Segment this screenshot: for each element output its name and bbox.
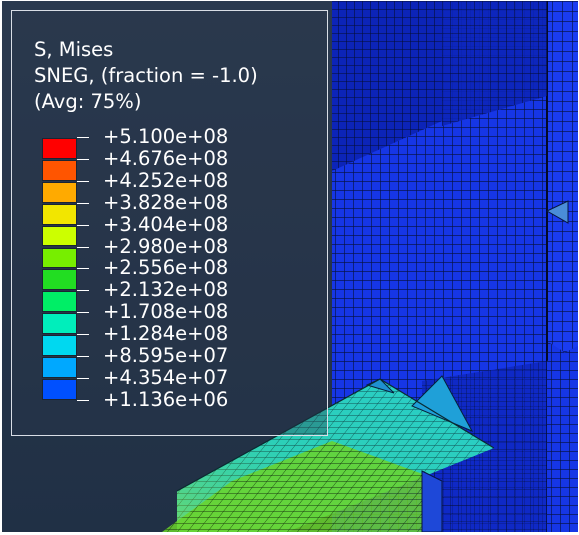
legend-tick-label: +5.100e+08 [103,125,229,148]
legend-tick-mark [77,290,89,292]
legend-tick-mark [77,224,89,226]
legend-tick-label: +4.354e+07 [103,365,229,389]
legend-tick-mark [77,377,89,379]
legend-tick-label: +1.284e+08 [103,322,229,346]
legend-color-band [42,378,77,400]
legend-tick-mark [77,356,89,357]
legend-tick-mark [77,158,89,160]
legend-color-band [42,269,77,291]
legend-color-band [42,159,77,181]
legend-tick-label: +2.132e+08 [103,278,229,302]
legend-tick-label: +2.980e+08 [103,234,229,258]
legend-color-band [42,313,77,335]
legend-tick-label: +8.595e+07 [103,344,229,367]
legend-tick-mark [77,268,89,270]
legend-tick-label: +1.708e+08 [103,300,229,324]
legend-color-band [42,203,77,225]
legend-tick-mark [77,180,89,182]
legend-tick-mark [77,312,89,314]
legend-color-band [42,138,77,159]
legend-tick-mark [77,137,89,138]
legend-tick-label: +2.556e+08 [103,256,229,280]
legend-tick-mark [77,246,89,248]
legend-tick-label: +1.136e+06 [103,387,229,411]
legend-tick-mark [77,202,89,204]
legend-tick-label: +3.828e+08 [103,190,229,214]
legend-variable-title: S, Mises [34,38,114,61]
legend-color-band [42,225,77,247]
legend-tick-label: +4.676e+08 [103,146,229,170]
legend-tick-mark [77,334,89,336]
legend-tick-label: +3.404e+08 [103,212,229,236]
legend-color-band [42,247,77,269]
legend-color-band [42,291,77,313]
legend-section-point: SNEG, (fraction = -1.0) [34,64,258,87]
legend-color-band [42,357,77,378]
legend-color-band [42,181,77,203]
legend-tick-mark [77,399,89,401]
legend-averaging: (Avg: 75%) [34,90,142,113]
legend-color-band [42,335,77,356]
legend-tick-label: +4.252e+08 [103,168,229,192]
contour-legend[interactable]: S, Mises SNEG, (fraction = -1.0) (Avg: 7… [11,10,328,436]
